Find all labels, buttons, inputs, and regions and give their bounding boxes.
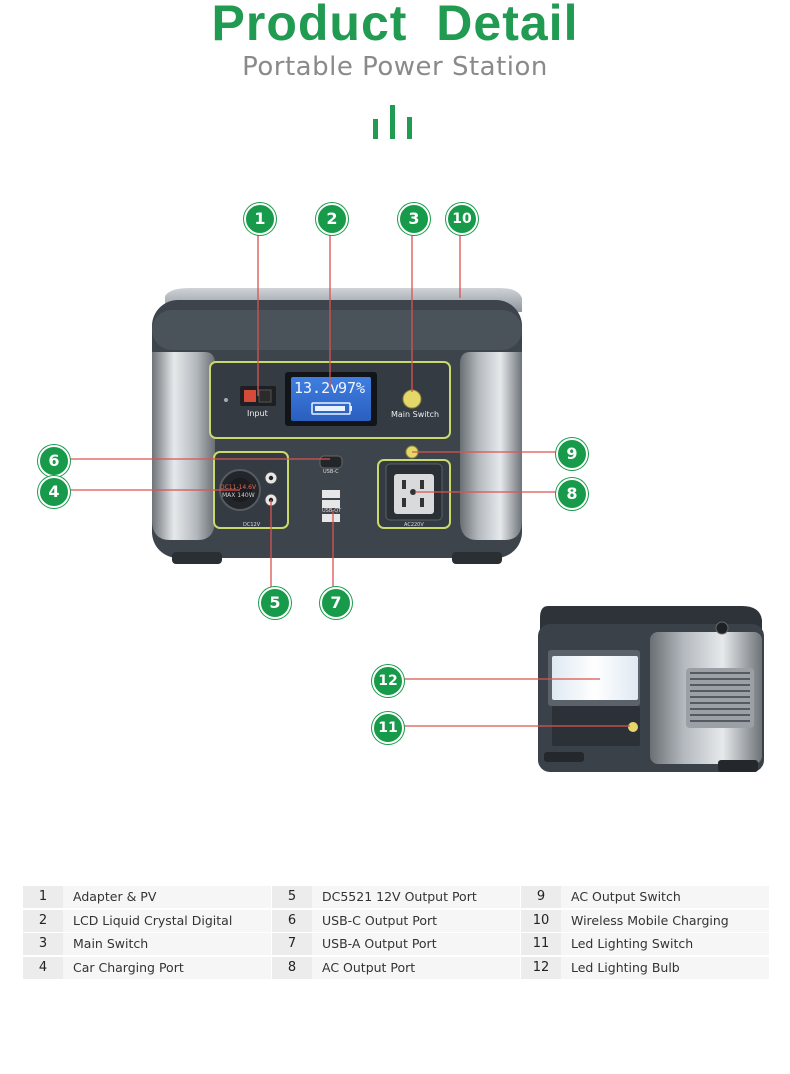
- legend-text: AC Output Port: [312, 957, 520, 979]
- legend-num: 9: [521, 886, 561, 908]
- callout-6: 6: [38, 445, 70, 477]
- legend-num: 6: [272, 910, 312, 932]
- power-station-front: [152, 288, 522, 564]
- callout-4: 4: [38, 476, 70, 508]
- legend-text: AC Output Switch: [561, 886, 769, 908]
- callout-12: 12: [372, 665, 404, 697]
- callout-8: 8: [556, 478, 588, 510]
- legend-row: 4 Car Charging Port 8 AC Output Port 12 …: [23, 957, 769, 979]
- legend-num: 7: [272, 933, 312, 955]
- callout-1: 1: [244, 203, 276, 235]
- callout-7: 7: [320, 587, 352, 619]
- legend-num: 2: [23, 910, 63, 932]
- legend-num: 10: [521, 910, 561, 932]
- ac-label: AC220V: [404, 522, 424, 528]
- legend-num: 3: [23, 933, 63, 955]
- page-title: Product Detail: [211, 0, 579, 51]
- legend-text: Led Lighting Switch: [561, 933, 769, 955]
- legend-num: 12: [521, 957, 561, 979]
- legend-text: USB-A Output Port: [312, 933, 520, 955]
- legend-text: Wireless Mobile Charging: [561, 910, 769, 932]
- usb-c-label: USB-C: [323, 469, 339, 475]
- page-subtitle: Portable Power Station: [242, 52, 548, 82]
- decorative-bars-icon: [373, 103, 423, 139]
- legend-row: 1 Adapter & PV 5 DC5521 12V Output Port …: [23, 886, 769, 908]
- input-label: Input: [247, 409, 268, 418]
- legend-row: 2 LCD Liquid Crystal Digital Display 6 U…: [23, 910, 769, 950]
- car-port-text-2: MAX 140W: [222, 492, 255, 499]
- lcd-percent: 97%: [338, 379, 366, 397]
- callout-10: 10: [446, 203, 478, 235]
- callout-2: 2: [316, 203, 348, 235]
- legend-text: LCD Liquid Crystal Digital Display: [63, 910, 271, 950]
- legend-num: 1: [23, 886, 63, 908]
- power-station-side: [538, 606, 764, 772]
- callout-5: 5: [259, 587, 291, 619]
- legend-num: 11: [521, 933, 561, 955]
- legend-num: 8: [272, 957, 312, 979]
- legend-num: 4: [23, 957, 63, 979]
- legend-text: USB-C Output Port: [312, 910, 520, 932]
- car-port-text-1: DC11-14.6V: [220, 484, 257, 491]
- lcd-voltage: 13.2v: [294, 379, 340, 397]
- legend-row: 3 Main Switch 7 USB-A Output Port 11 Led…: [23, 933, 769, 955]
- legend-num: 5: [272, 886, 312, 908]
- usb-a-label: USB-QT: [322, 508, 342, 514]
- callout-11: 11: [372, 712, 404, 744]
- dc-label: DC12V: [243, 522, 261, 528]
- callout-3: 3: [398, 203, 430, 235]
- legend-text: Adapter & PV: [63, 886, 271, 908]
- legend-text: Car Charging Port: [63, 957, 271, 979]
- legend-text: Main Switch: [63, 933, 271, 955]
- callout-9: 9: [556, 438, 588, 470]
- legend-text: DC5521 12V Output Port: [312, 886, 520, 908]
- main-switch-label: Main Switch: [391, 410, 440, 419]
- leader-lines: [62, 228, 630, 727]
- legend-text: Led Lighting Bulb: [561, 957, 769, 979]
